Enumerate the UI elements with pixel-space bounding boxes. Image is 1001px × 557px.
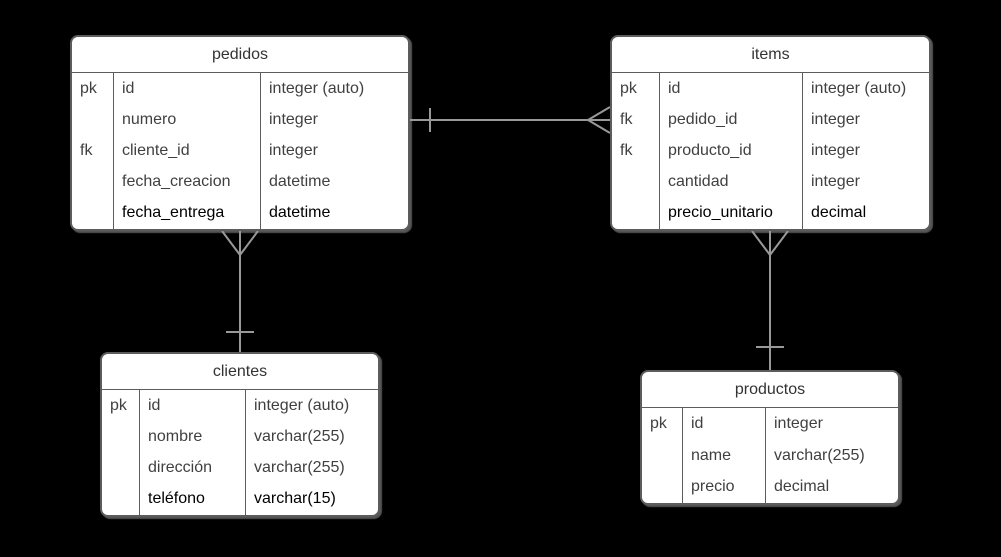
row-type-cell: integer (auto) [802,73,929,105]
row-field-cell: cliente_id [113,135,260,167]
row-field-cell: precio_unitario [659,197,802,229]
row-key-cell [102,453,139,484]
row-type-cell: decimal [765,471,898,503]
row-key-cell [102,484,139,515]
row-field-cell: precio [682,471,765,503]
row-field-cell: name [682,439,765,472]
row-field-cell: fecha_creacion [113,166,260,198]
row-key-cell [102,421,139,452]
entity-row[interactable]: fecha_entrega datetime [72,197,408,229]
row-type-cell: integer [802,104,929,136]
row-type-cell: varchar(255) [245,452,378,484]
entity-title[interactable]: items [612,37,929,73]
crow-foot-prong [751,230,771,256]
entity-table-productos[interactable]: productos pk id integer name varchar(255… [640,370,900,505]
entity-body: pk id integer (auto) nombre varchar(255)… [102,390,378,515]
row-key-cell: pk [650,414,667,432]
entity-row[interactable]: teléfono varchar(15) [102,483,378,515]
row-key-cell [72,167,113,198]
entity-title[interactable]: clientes [102,354,378,390]
entity-row[interactable]: precio_unitario decimal [612,197,929,229]
crow-foot-prong [587,119,611,134]
row-key-cell [642,440,682,472]
row-field-cell: teléfono [139,483,245,515]
row-key-cell: pk [110,396,127,414]
crow-foot-prong [239,230,259,256]
entity-row[interactable]: fecha_creacion datetime [72,166,408,198]
relationship-productos-to-items[interactable] [751,230,789,370]
row-type-cell: varchar(255) [245,421,378,453]
row-type-cell: decimal [802,197,929,229]
entity-row[interactable]: nombre varchar(255) [102,421,378,453]
row-field-cell: nombre [139,421,245,453]
relationship-clientes-to-pedidos[interactable] [221,230,259,352]
row-key-cell: fk [620,110,633,128]
entity-row[interactable]: fk producto_id integer [612,135,929,167]
row-field-cell: cantidad [659,166,802,198]
entity-body: pk id integer name varchar(255) precio d… [642,408,898,503]
row-field-cell: fecha_entrega [113,197,260,229]
row-key-cell: fk [620,142,633,159]
entity-row[interactable]: fk pedido_id integer [612,104,929,136]
crow-foot-prong [221,230,241,256]
entity-row[interactable]: numero integer [72,104,408,136]
entity-table-pedidos[interactable]: pedidos pk id integer (auto) numero inte… [70,35,410,231]
entity-row[interactable]: name varchar(255) [642,439,898,472]
row-type-cell: integer [260,104,408,136]
row-type-cell: datetime [260,166,408,198]
entity-table-clientes[interactable]: clientes pk id integer (auto) nombre var… [100,352,380,517]
entity-row[interactable]: pk id integer (auto) [72,73,408,105]
row-field-cell: dirección [139,452,245,484]
row-key-cell: fk [80,142,93,159]
row-field-cell: producto_id [659,135,802,167]
row-key-cell [642,471,682,503]
entity-body: pk id integer (auto) numero integer fk c… [72,73,408,229]
row-key-cell [612,198,659,229]
row-type-cell: integer [260,135,408,167]
row-field-cell: numero [113,104,260,136]
entity-row[interactable]: fk cliente_id integer [72,135,408,167]
crow-foot-prong [769,230,789,256]
row-type-cell: datetime [260,197,408,229]
row-key-cell [72,198,113,229]
row-type-cell: integer [802,135,929,167]
row-type-cell: integer (auto) [260,73,408,105]
row-type-cell: varchar(255) [765,439,898,472]
entity-row[interactable]: dirección varchar(255) [102,452,378,484]
row-key-cell: pk [80,79,97,97]
row-key-cell: pk [620,79,637,97]
entity-row[interactable]: pk id integer [642,408,898,440]
entity-row[interactable]: cantidad integer [612,166,929,198]
row-type-cell: integer [765,408,898,440]
crow-foot-prong [587,106,611,121]
row-type-cell: integer (auto) [245,390,378,422]
entity-title[interactable]: pedidos [72,37,408,73]
row-key-cell [72,104,113,135]
row-type-cell: varchar(15) [245,483,378,515]
row-field-cell: id [113,73,260,105]
entity-row[interactable]: pk id integer (auto) [612,73,929,105]
row-key-cell [612,167,659,198]
relationship-pedidos-to-items[interactable] [410,106,611,134]
entity-row[interactable]: precio decimal [642,471,898,503]
entity-title[interactable]: productos [642,372,898,408]
row-field-cell: id [682,408,765,440]
entity-table-items[interactable]: items pk id integer (auto) fk pedido_id … [610,35,931,231]
row-field-cell: pedido_id [659,104,802,136]
entity-row[interactable]: pk id integer (auto) [102,390,378,422]
row-field-cell: id [659,73,802,105]
row-type-cell: integer [802,166,929,198]
row-field-cell: id [139,390,245,422]
entity-body: pk id integer (auto) fk pedido_id intege… [612,73,929,229]
